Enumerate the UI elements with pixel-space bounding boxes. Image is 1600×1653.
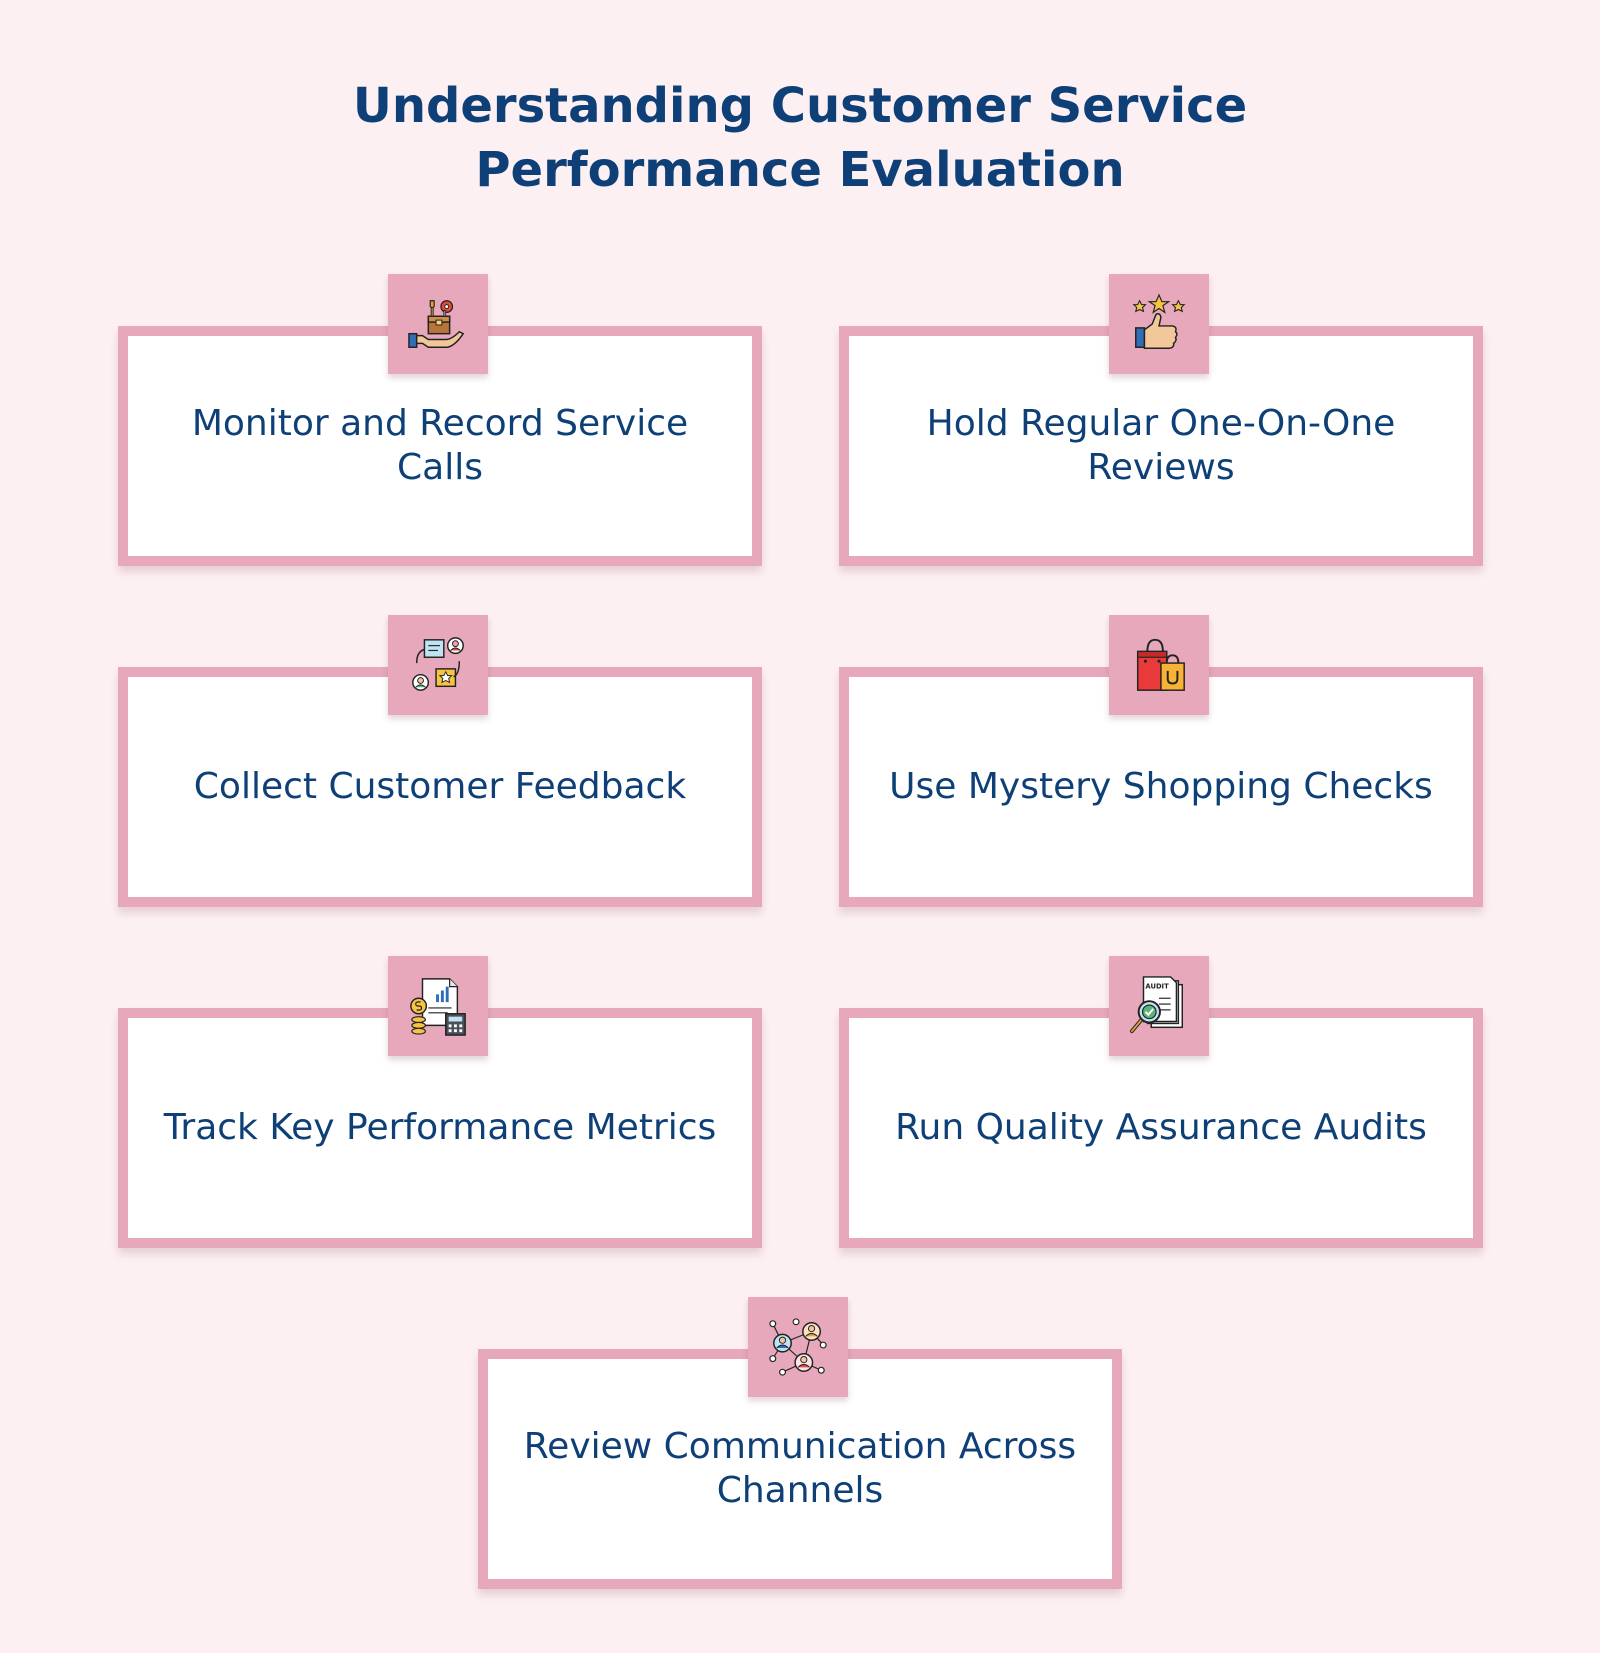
icon-tile bbox=[388, 615, 488, 715]
card-quality-audits: AUDIT Run Quality Assurance Audits bbox=[839, 956, 1483, 1248]
card-label: Use Mystery Shopping Checks bbox=[889, 766, 1433, 807]
card-box: Track Key Performance Metrics bbox=[118, 1008, 762, 1248]
icon-tile bbox=[388, 274, 488, 374]
icon-tile bbox=[1109, 615, 1209, 715]
hand-toolbox-icon bbox=[408, 300, 465, 348]
icon-tile bbox=[388, 956, 488, 1056]
card-communication-channels: Review Communication Across Channels bbox=[478, 1297, 1122, 1589]
report-calculator-icon bbox=[410, 978, 466, 1036]
page-title-line-1: Understanding Customer Service bbox=[352, 78, 1248, 134]
card-monitor-calls: Monitor and Record Service Calls bbox=[118, 274, 762, 566]
thumbs-up-stars-icon bbox=[1132, 293, 1186, 349]
feedback-exchange-icon bbox=[412, 637, 464, 691]
icon-tile bbox=[1109, 274, 1209, 374]
page-title: Understanding Customer Service Performan… bbox=[0, 74, 1600, 202]
card-label: Hold Regular One-On-One Reviews bbox=[926, 403, 1396, 488]
card-label: Run Quality Assurance Audits bbox=[895, 1107, 1427, 1148]
page-title-line-2: Performance Evaluation bbox=[475, 142, 1125, 198]
card-label: Review Communication Across Channels bbox=[523, 1426, 1077, 1511]
network-people-icon bbox=[769, 1318, 827, 1376]
icon-tile: AUDIT bbox=[1109, 956, 1209, 1056]
card-label: Collect Customer Feedback bbox=[193, 766, 687, 807]
card-one-on-one-reviews: Hold Regular One-On-One Reviews bbox=[839, 274, 1483, 566]
audit-magnifier-icon: AUDIT bbox=[1129, 976, 1183, 1034]
card-label: Monitor and Record Service Calls bbox=[191, 403, 689, 488]
shopping-bags-icon bbox=[1136, 638, 1185, 691]
icon-tile bbox=[748, 1297, 848, 1397]
card-performance-metrics: Track Key Performance Metrics bbox=[118, 956, 762, 1248]
card-mystery-shopping: Use Mystery Shopping Checks bbox=[839, 615, 1483, 907]
audit-label: AUDIT bbox=[1145, 983, 1169, 991]
card-customer-feedback: Collect Customer Feedback bbox=[118, 615, 762, 907]
card-label: Track Key Performance Metrics bbox=[163, 1107, 717, 1148]
card-box: Review Communication Across Channels bbox=[478, 1349, 1122, 1589]
